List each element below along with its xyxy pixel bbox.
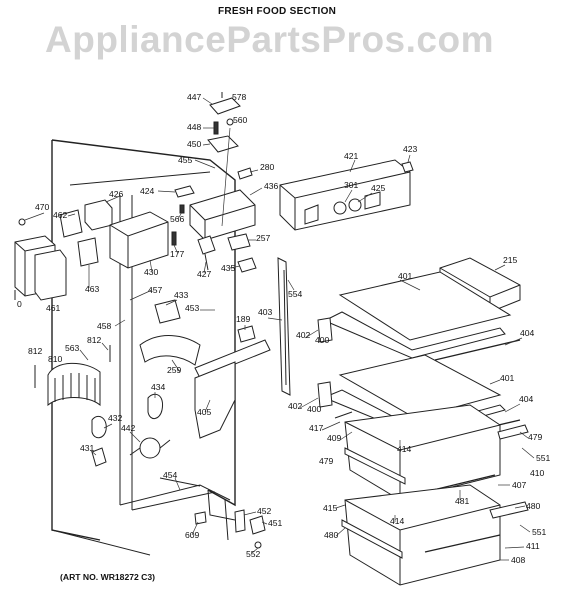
callout-457: 457 [148,285,163,295]
callout-433: 433 [174,290,189,300]
callout-431: 431 [80,443,95,453]
callout-812b: 812 [87,335,102,345]
callout-578: 578 [232,92,247,102]
callout-177: 177 [170,249,185,259]
fan-housing [77,211,169,269]
center-parts [154,299,256,343]
callout-401b: 401 [500,373,515,383]
callout-453: 453 [185,303,200,313]
leader-lines [24,97,535,561]
callout-189: 189 [236,314,251,324]
callout-401a: 401 [398,271,413,281]
heater-coil [34,345,111,407]
callout-426: 426 [109,189,124,199]
callout-414b: 414 [390,516,405,526]
air-duct [194,339,271,439]
callout-554: 554 [288,289,303,299]
callout-563: 563 [65,343,80,353]
upper-drawer [344,404,529,501]
callout-450: 450 [187,139,202,149]
callout-451: 451 [268,518,283,528]
callout-400a: 400 [315,335,330,345]
callout-455: 455 [178,155,193,165]
callout-430: 430 [144,267,159,277]
callout-421: 421 [344,151,359,161]
callout-552: 552 [246,549,261,559]
callout-447: 447 [187,92,202,102]
callout-479a: 479 [528,432,543,442]
watermark-logo: AppliancePartsPros.com [45,19,494,60]
callout-415: 415 [323,503,338,513]
callout-442: 442 [121,423,136,433]
callout-470: 470 [35,202,50,212]
vertical-rail [277,257,291,396]
callout-434: 434 [151,382,166,392]
callout-432: 432 [108,413,123,423]
callout-409: 409 [327,433,342,443]
art-number: (ART NO. WR18272 C3) [60,572,155,582]
callout-404b: 404 [519,394,534,404]
small-parts-center [171,231,257,273]
callout-427: 427 [197,269,212,279]
callout-423: 423 [403,144,418,154]
callout-560: 560 [233,115,248,125]
callout-551a: 551 [536,453,551,463]
callout-410: 410 [530,468,545,478]
callout-458: 458 [97,321,112,331]
section-title: FRESH FOOD SECTION [218,6,336,17]
callout-454: 454 [163,470,178,480]
callout-259: 259 [167,365,182,375]
callout-462: 462 [53,210,68,220]
callout-452: 452 [257,506,272,516]
callout-810: 810 [48,354,63,364]
callout-425: 425 [371,183,386,193]
callout-424: 424 [140,186,155,196]
callout-461: 461 [46,303,61,313]
callout-480a: 480 [526,501,541,511]
callout-407: 407 [512,480,527,490]
callout-404a: 404 [520,328,535,338]
callout-405: 405 [197,407,212,417]
bottom-hardware [194,509,266,549]
top-shelf [317,271,521,361]
callout-400b: 400 [307,404,322,414]
callout-551b: 551 [532,527,547,537]
lower-drawer [341,484,529,586]
callout-403: 403 [258,307,273,317]
callout-414a: 414 [397,444,412,454]
callout-435: 435 [221,263,236,273]
callout-labels: 447 578 448 560 450 455 280 421 423 424 … [17,92,551,565]
callout-0: 0 [17,299,22,309]
callout-411: 411 [526,541,540,551]
part-423 [401,161,414,173]
control-panel [279,159,411,231]
callout-479b: 479 [319,456,334,466]
callout-480b: 480 [324,530,339,540]
callout-402a: 402 [296,330,311,340]
callout-402b: 402 [288,401,303,411]
callout-408: 408 [511,555,526,565]
middle-shelf [317,354,521,441]
callout-481: 481 [455,496,470,506]
callout-257: 257 [256,233,271,243]
callout-812a: 812 [28,346,43,356]
top-parts [174,92,256,241]
callout-436: 436 [264,181,279,191]
callout-301: 301 [344,180,359,190]
callout-463: 463 [85,284,100,294]
callout-215: 215 [503,255,518,265]
lower-left-parts [91,393,171,467]
callout-417: 417 [309,423,324,433]
part-259 [139,335,201,366]
callout-280: 280 [260,162,275,172]
callout-448: 448 [187,122,202,132]
callout-566: 566 [170,214,185,224]
